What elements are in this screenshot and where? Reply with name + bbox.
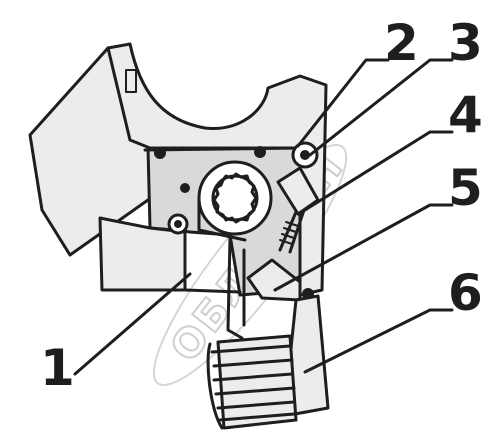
adjuster-rod (276, 166, 320, 254)
leader-1 (73, 272, 192, 376)
pivot-nut-core (174, 220, 182, 228)
lever-arm (226, 236, 314, 340)
bolt-left (154, 147, 166, 159)
top-cross-bar (143, 146, 302, 152)
callout-3: 3 (448, 14, 483, 72)
bolt-right (254, 146, 266, 158)
adjust-nut (291, 141, 319, 169)
leader-5 (273, 203, 454, 292)
callout-5: 5 (448, 159, 483, 217)
leader-4 (303, 130, 454, 212)
lower-box (98, 216, 187, 292)
callout-1: 1 (40, 339, 75, 397)
callout-4: 4 (448, 86, 483, 144)
leader-2 (296, 58, 390, 148)
lower-box-edge (183, 288, 242, 294)
leader-3 (308, 58, 454, 157)
console-bolt-slot (125, 69, 137, 93)
callout-6: 6 (448, 264, 483, 322)
corrugated-boot (206, 334, 298, 430)
leader-6 (303, 308, 454, 374)
bolt-small (180, 183, 190, 193)
upper-console (106, 42, 328, 297)
callout-2: 2 (384, 14, 419, 72)
